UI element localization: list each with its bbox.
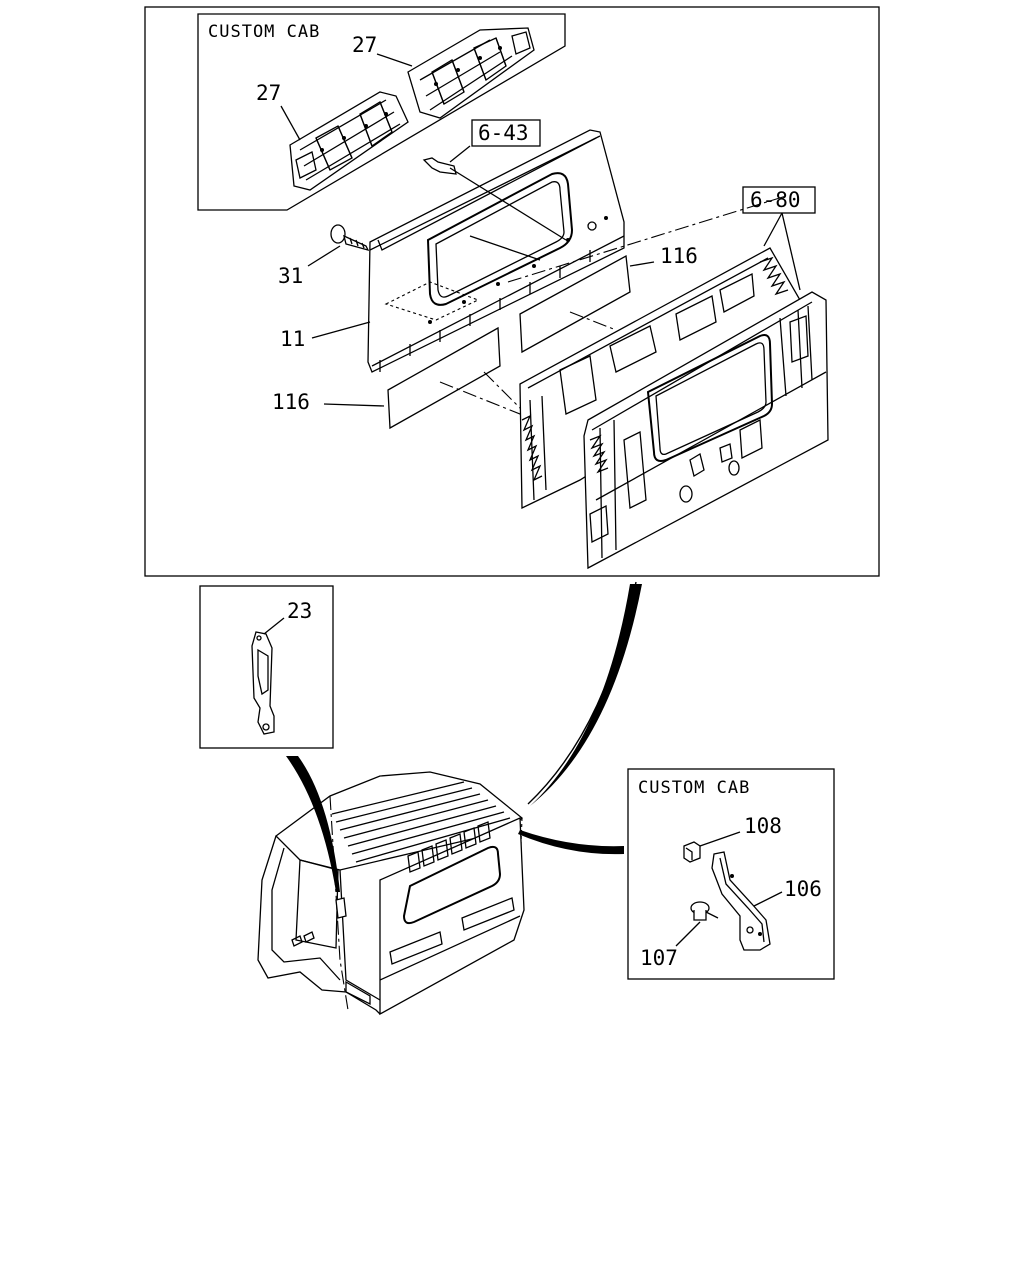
callout-108: 108 [744, 814, 782, 838]
custom-cab-label-bottom: CUSTOM CAB [638, 778, 750, 798]
ref-6-43-clip [422, 119, 541, 175]
callout-31: 31 [278, 264, 303, 288]
part-116-upper-pad [519, 254, 655, 354]
callout-23: 23 [287, 599, 312, 623]
ref-6-80-cab-rear-wall [519, 186, 829, 570]
callout-27-lower: 27 [256, 81, 281, 105]
callout-116-upper: 116 [660, 244, 698, 268]
callout-6-43: 6-43 [478, 121, 529, 145]
part-11-rear-panel [367, 129, 625, 373]
callout-107: 107 [640, 946, 678, 970]
custom-cab-label-top: CUSTOM CAB [208, 22, 320, 42]
leader-curve-custom-cab [518, 830, 624, 855]
part-23-inset: 23 [199, 585, 334, 749]
custom-cab-inset-bottom: CUSTOM CAB 108 106 107 [627, 768, 835, 980]
leader-curve-main [527, 581, 637, 805]
part-27-lower-trim [289, 91, 409, 191]
custom-cab-inset-top: CUSTOM CAB [197, 13, 566, 211]
callout-27-upper: 27 [352, 33, 377, 57]
callout-106: 106 [784, 877, 822, 901]
callout-116-lower: 116 [272, 390, 310, 414]
callout-11: 11 [280, 327, 305, 351]
part-31-screw [307, 224, 370, 267]
part-116-lower-pad [323, 326, 501, 430]
part-27-upper-trim [407, 27, 535, 119]
cab-overview [257, 771, 525, 1016]
callout-6-80: 6-80 [750, 188, 801, 212]
leader-curve-23 [286, 756, 340, 892]
main-frame [144, 6, 880, 577]
